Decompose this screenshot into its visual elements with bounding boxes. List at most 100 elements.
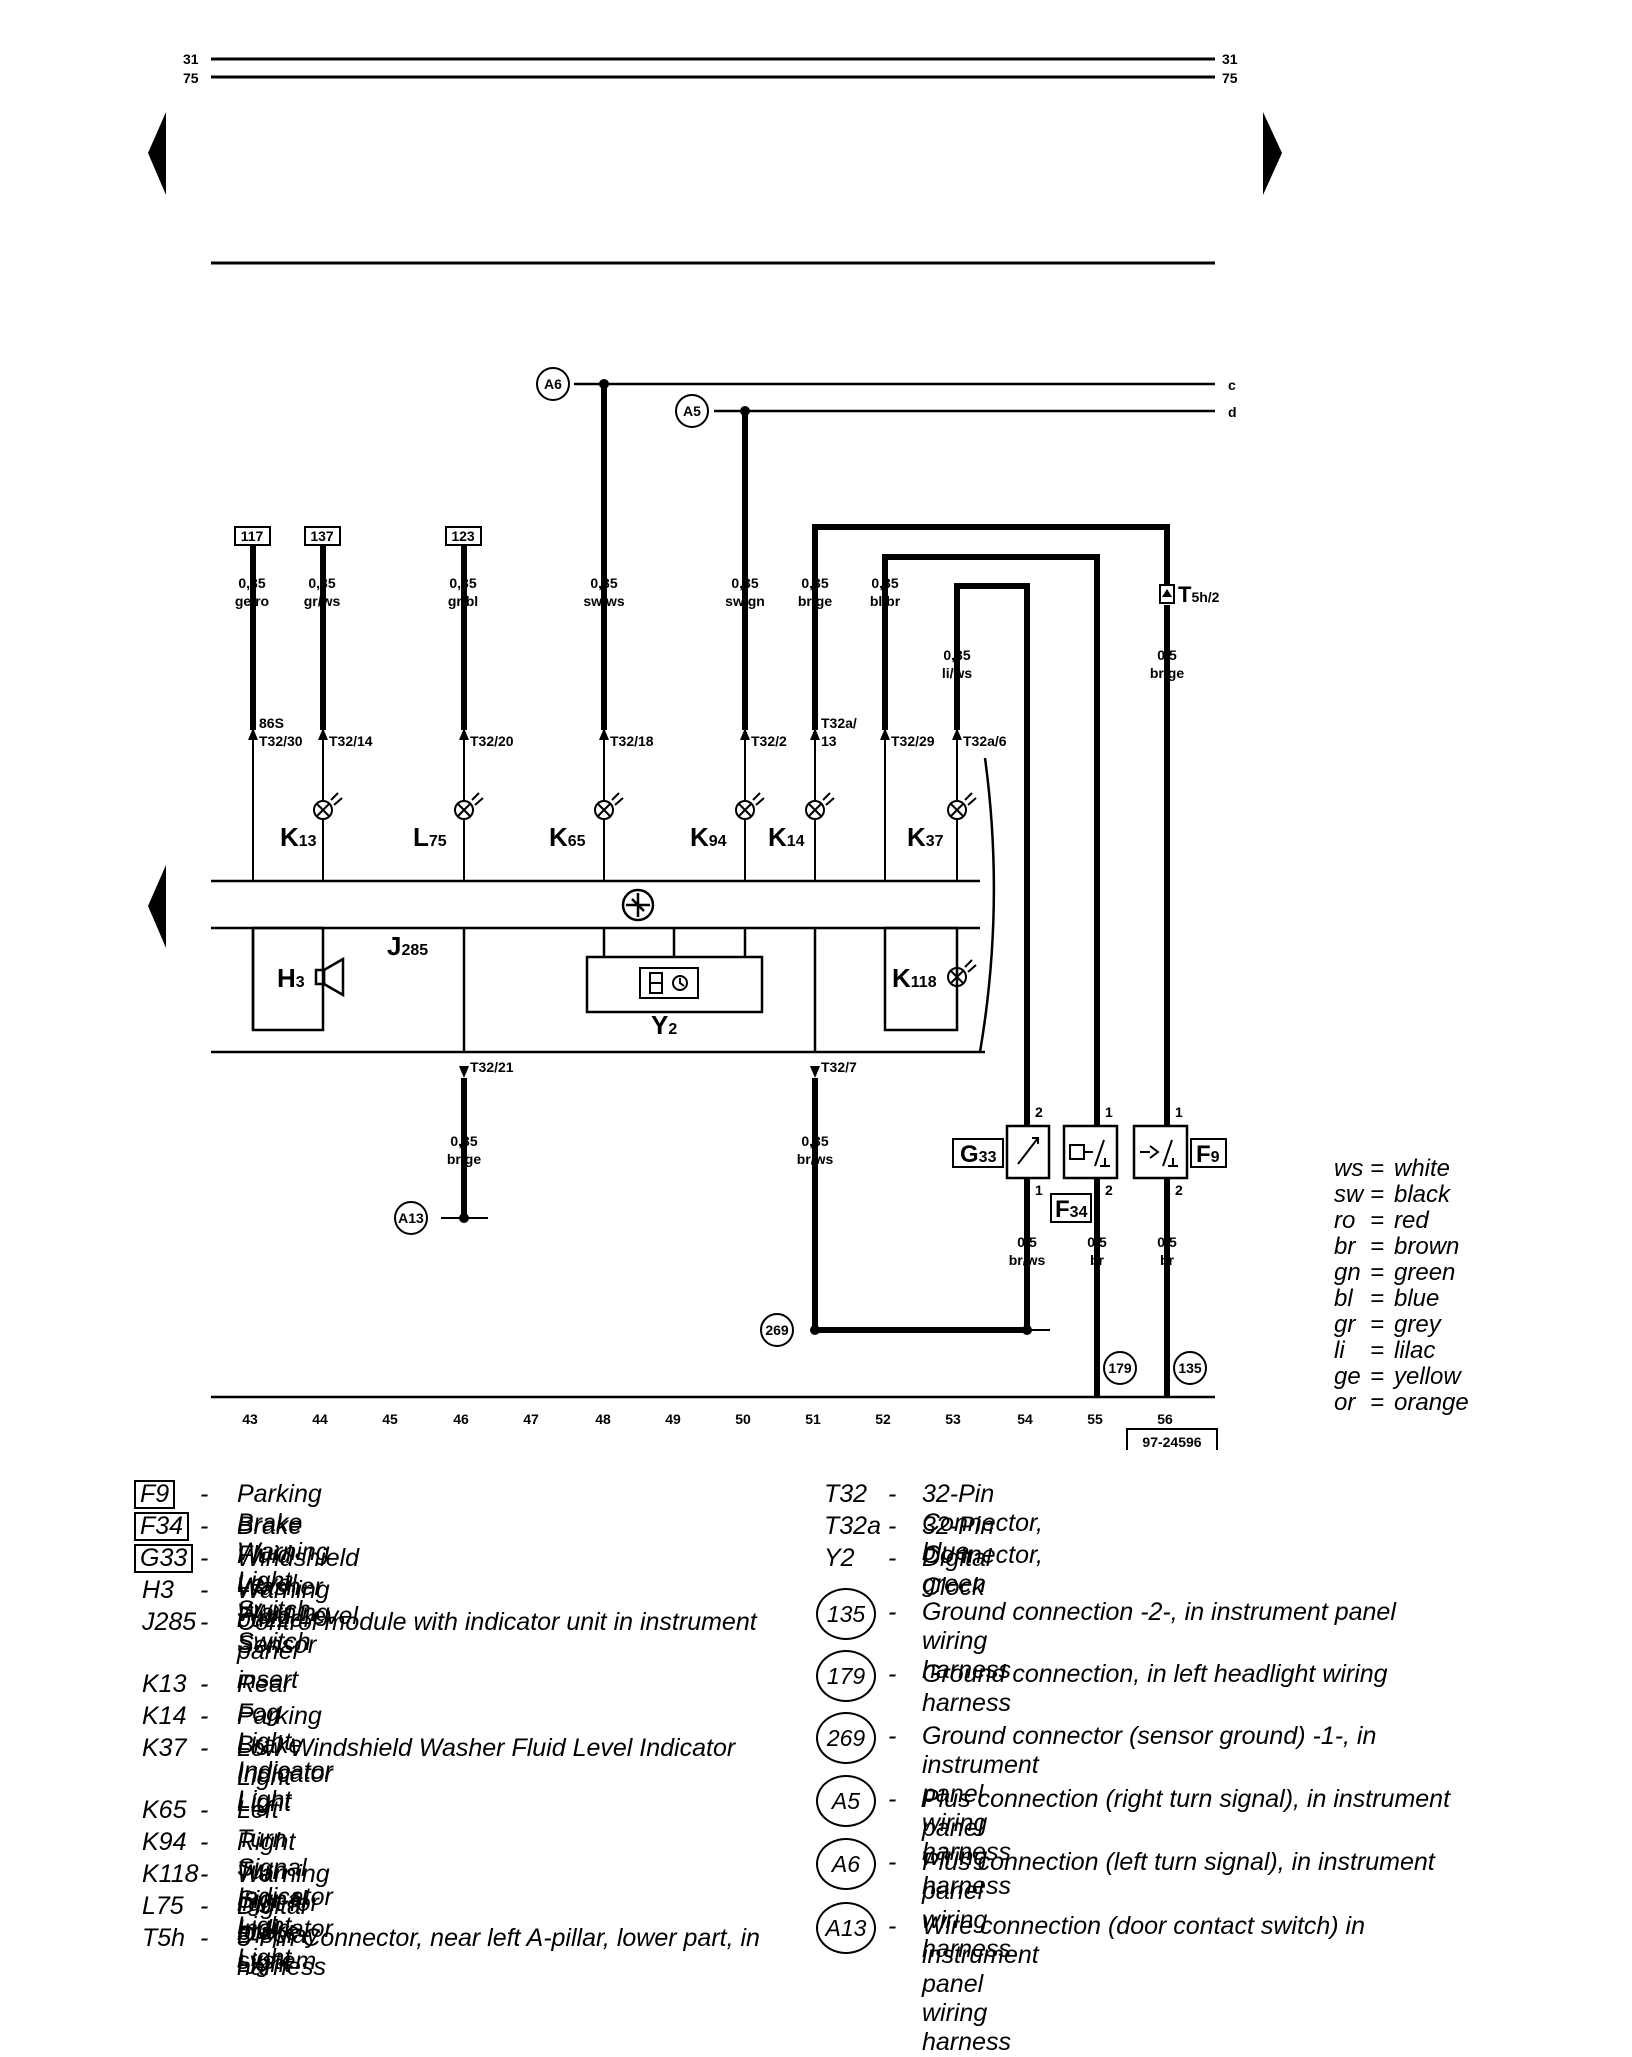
svg-text:2: 2 [1035,1104,1043,1120]
svg-text:47: 47 [523,1411,539,1427]
wire-color: br/ws [1009,1252,1046,1268]
svg-text:55: 55 [1087,1411,1103,1427]
svg-text:=: = [1370,1259,1384,1286]
legend-desc: Warning buzzer [237,1576,330,1633]
legend-desc: Digital Display Light [237,1892,319,1978]
wire-color: sw/gn [725,593,765,609]
svg-text:1: 1 [1105,1104,1113,1120]
legend-code: L75 [142,1892,184,1920]
legend-code: A6 [816,1838,876,1890]
pin-label: T32/18 [610,733,654,749]
wire-gauge: 0,35 [871,575,898,591]
terminal-117: 117 [241,528,264,544]
svg-text:2: 2 [1175,1182,1183,1198]
lamp-k14-icon [805,792,835,820]
wire-color: br [1160,1252,1175,1268]
pin-label: T32/21 [470,1059,514,1075]
svg-text:=: = [1370,1337,1384,1364]
connector-t5h-icon [1159,584,1175,604]
label-k37: K37 [907,822,944,852]
svg-text:=: = [1370,1311,1384,1338]
legend-code: K94 [142,1828,187,1856]
svg-text:white: white [1394,1155,1450,1182]
label-k13: K13 [280,822,317,852]
legend-code: F9 [134,1480,176,1509]
svg-text:43: 43 [242,1411,258,1427]
svg-text:53: 53 [945,1411,961,1427]
arrow-left-icon[interactable] [148,112,166,195]
svg-text:1: 1 [1035,1182,1043,1198]
svg-text:49: 49 [665,1411,681,1427]
lamp-k118-icon [947,959,977,987]
legend-desc-cont: instrument panel wiring harness [922,1941,1039,2056]
pin-label: T32/7 [821,1059,857,1075]
connector-t5h-label: T5h/2 [1178,582,1220,607]
wire-color: br [1090,1252,1105,1268]
svg-text:ge: ge [1334,1363,1361,1390]
legend-desc: Ground connection, in left headlight wir… [922,1660,1388,1688]
svg-text:50: 50 [735,1411,751,1427]
circle-label-a5: A5 [683,403,701,419]
sensor-pin-labels: 2 1 1 2 1 2 [1035,1104,1183,1198]
svg-text:ro: ro [1334,1207,1355,1234]
label-l75: L75 [413,822,447,852]
svg-text:=: = [1370,1155,1384,1182]
thin-leads-lower [441,1217,1050,1331]
pin-label: T32/30 [259,733,303,749]
legend-desc: Windshield Washer Fluid Level Sensor [237,1544,360,1659]
svg-text:46: 46 [453,1411,469,1427]
junction-dot-a13 [459,1213,469,1223]
arrow-right-icon[interactable] [1263,112,1282,195]
wire-color: bl/br [870,593,901,609]
legend-code: 179 [816,1650,876,1702]
legend-left: F9-Parking Brake Warning Light Switch F3… [134,1480,774,1981]
legend-code: T32a [824,1512,881,1540]
pin-label: T32/14 [329,733,373,749]
circle-label-269: 269 [765,1322,789,1338]
svg-text:black: black [1394,1181,1452,1208]
legend-desc-cont: harness [922,1689,1011,1717]
rail-ref-left-75: 75 [183,70,199,86]
legend-code: 269 [816,1712,876,1764]
circle-label-a13: A13 [398,1210,424,1226]
legend-desc-cont: wiring harness [922,1627,1011,1684]
label-g33: G33 [960,1141,997,1168]
top-rails [211,57,1215,265]
lamp-k13-icon [313,792,343,820]
svg-text:sw: sw [1334,1181,1365,1208]
connector-t5h-arrow-icon [1162,589,1172,597]
label-k65: K65 [549,822,586,852]
label-k118: K118 [892,963,937,993]
legend-desc: Plus connection (right turn signal), in … [922,1785,1451,1813]
circle-refs [394,367,1207,1385]
wire-color: li/ws [942,665,973,681]
svg-text:ws: ws [1334,1155,1363,1182]
svg-text:li: li [1334,1337,1345,1364]
label-y2: Y2 [651,1010,677,1040]
arrow-left-mid-icon[interactable] [148,865,166,948]
rail-ref-right-75: 75 [1222,70,1238,86]
legend-desc-cont: panel wiring harness [922,1877,1011,1963]
svg-text:2: 2 [1105,1182,1113,1198]
svg-text:=: = [1370,1389,1384,1416]
lamp-k94-icon [735,792,765,820]
lamp-l75-icon [454,792,484,820]
sensor-g33: G33 [952,1124,1051,1180]
legend-desc-cont: panel wiring harness [922,1814,1011,1900]
legend-desc: Brake Fluid Level Warning Switch [237,1512,330,1656]
svg-text:52: 52 [875,1411,891,1427]
svg-text:blue: blue [1394,1285,1439,1312]
svg-text:grey: grey [1394,1311,1443,1338]
svg-text:orange: orange [1394,1389,1469,1416]
legend-code: K118 [142,1860,199,1888]
wire-end-d: d [1228,404,1237,420]
wire-color: ge/ro [235,593,269,609]
svg-text:51: 51 [805,1411,821,1427]
wire-gauge: 0,5 [1017,1234,1037,1250]
wire-color: gr/bl [448,593,478,609]
wire-gauge: 0,35 [943,647,970,663]
legend-desc: 32-Pin Connector, blue [922,1480,1043,1566]
wire-gauge: 0,5 [1087,1234,1107,1250]
label-f34: F34 [1055,1196,1088,1223]
terminal-137: 137 [310,528,334,544]
